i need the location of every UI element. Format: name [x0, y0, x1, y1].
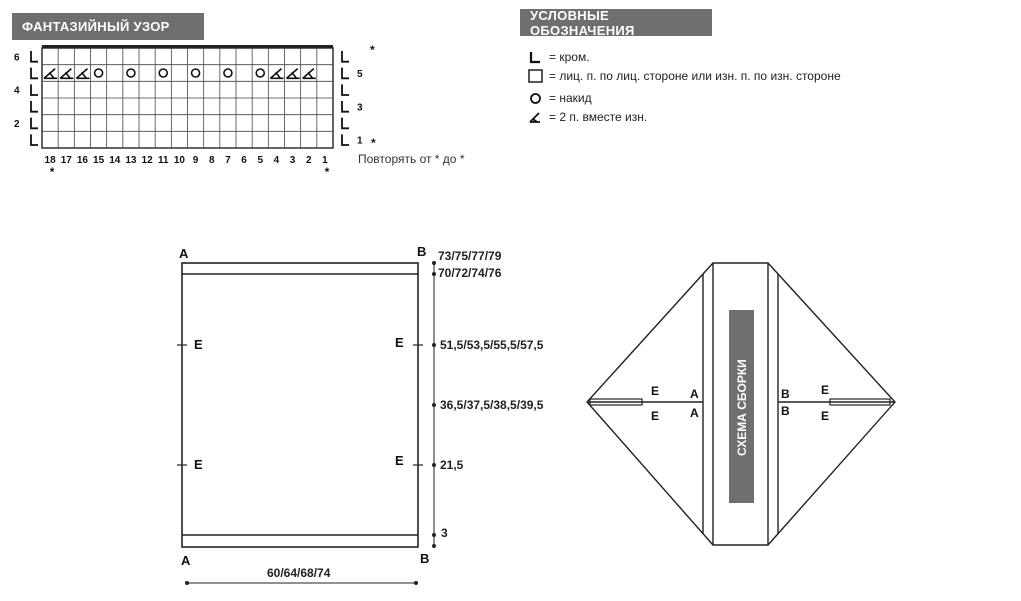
triangle-icon [269, 68, 284, 80]
chart-top-band [42, 45, 333, 48]
column-number: 6 [241, 155, 247, 166]
circle-icon [223, 68, 233, 78]
column-number: 17 [61, 155, 73, 166]
measure-label: 3 [441, 526, 448, 540]
corner-b-top: B [417, 244, 426, 259]
corner-b-bottom: B [420, 551, 429, 566]
column-number: 7 [225, 155, 231, 166]
edge-stitch-icon [341, 51, 349, 63]
assembly-label: B [781, 387, 790, 401]
column-number: 14 [109, 155, 121, 166]
edge-stitch-icon [341, 67, 349, 80]
edge-stitch-icon [341, 101, 349, 113]
circle-icon [527, 91, 543, 105]
column-number: 4 [274, 155, 280, 166]
triangle-icon [43, 68, 58, 80]
legend-item-square: = лиц. п. по лиц. стороне или изн. п. по… [527, 69, 841, 83]
triangle-icon [285, 68, 300, 80]
assembly-title-box [729, 310, 754, 503]
assembly-title: СХЕМА СБОРКИ [735, 359, 749, 456]
column-number: 15 [93, 155, 105, 166]
star-mark: * [370, 43, 375, 57]
legend-item-triangle: = 2 п. вместе изн. [527, 110, 647, 124]
triangle-icon [302, 68, 316, 80]
assembly-label: A [690, 406, 699, 420]
triangle-icon [59, 68, 74, 80]
e-mark: E [395, 335, 404, 350]
edge-stitch-icon [30, 84, 38, 96]
measure-label: 36,5/37,5/38,5/39,5 [440, 398, 544, 412]
column-number: 11 [158, 155, 169, 166]
legend-item-circle: = накид [527, 91, 592, 105]
edge-stitch-icon [30, 101, 38, 113]
edge-stitch-icon [30, 67, 38, 80]
column-number: 3 [290, 155, 296, 166]
measure-label: 70/72/74/76 [438, 266, 502, 280]
assembly-label: E [651, 409, 659, 423]
assembly-label: B [781, 404, 790, 418]
column-number: 10 [174, 155, 186, 166]
triangle-icon [527, 110, 543, 124]
column-number: 8 [209, 155, 215, 166]
edge-stitch-icon [30, 117, 38, 130]
edge-stitch-icon [30, 51, 38, 63]
column-number: 18 [45, 155, 57, 166]
piece-outline [181, 262, 419, 548]
star-mark: * [371, 136, 376, 150]
edge-stitch-icon [30, 134, 38, 146]
measure-label: 73/75/77/79 [438, 249, 502, 263]
row-number: 3 [357, 102, 363, 113]
square-icon [527, 69, 543, 83]
dimension-dots [185, 261, 436, 585]
circle-icon [158, 68, 169, 78]
star-mark: * [50, 165, 55, 179]
e-mark: E [194, 457, 203, 472]
circle-icon [126, 68, 136, 78]
assembly-label: A [690, 387, 699, 401]
width-label: 60/64/68/74 [267, 566, 331, 580]
column-number: 1 [322, 155, 328, 166]
assembly-label: E [821, 409, 829, 423]
row-number: 5 [357, 69, 363, 80]
measure-label: 21,5 [440, 458, 464, 472]
triangle-icon [75, 68, 90, 80]
edge-stitch-icon [341, 84, 349, 96]
circle-icon [93, 68, 104, 78]
legend-item-edge: = кром. [527, 50, 590, 64]
circle-icon [190, 68, 201, 78]
circle-icon [255, 68, 266, 78]
assembly-diagram [586, 262, 896, 546]
corner-a-top: A [179, 246, 189, 261]
edge-stitch-icon [341, 134, 349, 146]
legend-text-square: = лиц. п. по лиц. стороне или изн. п. по… [549, 69, 841, 83]
column-number: 2 [306, 155, 312, 166]
pattern-piece [177, 262, 435, 584]
assembly-label: E [821, 383, 829, 397]
e-mark: E [194, 337, 203, 352]
edge-stitch-icon [527, 50, 543, 64]
star-mark: * [325, 165, 330, 179]
corner-a-bottom: A [181, 553, 191, 568]
legend-text-circle: = накид [549, 91, 592, 105]
row-number: 4 [14, 86, 20, 97]
column-number: 9 [193, 155, 199, 166]
row-number: 2 [14, 119, 20, 130]
column-number: 5 [257, 155, 263, 166]
legend-title: УСЛОВНЫЕ ОБОЗНАЧЕНИЯ [520, 8, 712, 38]
legend-text-triangle: = 2 п. вместе изн. [549, 110, 648, 124]
row-number: 1 [357, 136, 363, 147]
legend-text-edge: = кром. [549, 50, 590, 64]
e-mark: E [395, 453, 404, 468]
pattern-title: ФАНТАЗИЙНЫЙ УЗОР [12, 13, 204, 40]
assembly-label: E [651, 384, 659, 398]
column-number: 16 [77, 155, 89, 166]
column-number: 13 [125, 155, 137, 166]
row-number: 6 [14, 52, 20, 63]
measure-label: 51,5/53,5/55,5/57,5 [440, 338, 544, 352]
column-number: 12 [142, 155, 154, 166]
edge-stitch-icon [341, 117, 349, 130]
repeat-note: Повторять от * до * [358, 152, 465, 166]
